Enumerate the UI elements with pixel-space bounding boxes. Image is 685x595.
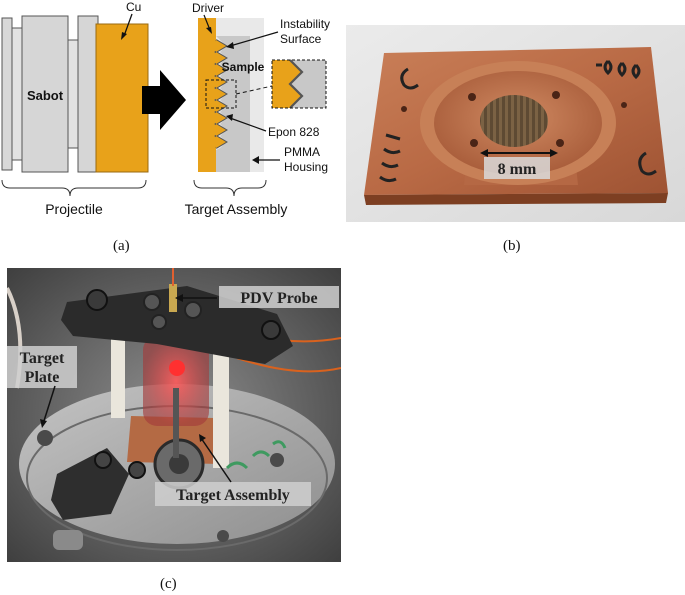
instability-arrow-head xyxy=(226,42,234,49)
base-hole xyxy=(270,453,284,467)
marker-scribble xyxy=(379,133,401,183)
copper-flyer xyxy=(95,23,149,173)
target-plate-arrow-head xyxy=(40,419,47,428)
zoom-inset xyxy=(271,59,327,109)
screw-hole xyxy=(401,106,407,112)
scale-bar-head-right xyxy=(550,149,558,157)
driver-arrow-head xyxy=(206,27,212,34)
marker-scribble xyxy=(400,67,419,90)
sample xyxy=(216,36,250,172)
target-plate-pointer xyxy=(42,385,56,425)
plate-front-edge xyxy=(364,193,668,205)
pdv-probe-label: PDV Probe xyxy=(240,290,317,307)
holder-screw xyxy=(261,320,281,340)
pmma-cylinder xyxy=(143,336,209,426)
impact-direction-arrow xyxy=(142,70,186,130)
sample-label: Sample xyxy=(222,60,265,74)
clamp-screw xyxy=(94,451,112,469)
clamp-knob xyxy=(53,530,83,550)
instability-label: Instability xyxy=(280,17,330,31)
pdv-label-background xyxy=(219,286,339,308)
fixture-post xyxy=(173,388,179,458)
pdv-arrow-head xyxy=(175,294,183,302)
target-assembly-label: Target Assembly xyxy=(185,201,288,217)
sabot-body xyxy=(21,15,69,173)
projectile-bracket xyxy=(1,179,147,197)
holder-screw xyxy=(86,289,108,311)
projectile-target-schematic: Sabot Cu Projectile Driver Instability S… xyxy=(1,0,330,217)
optical-fiber xyxy=(236,357,341,373)
screw-hole xyxy=(621,102,627,108)
pmma-label: PMMA xyxy=(284,145,320,159)
caption-c: (c) xyxy=(160,576,177,592)
instability-pointer xyxy=(229,31,279,47)
zoom-connector xyxy=(235,85,273,95)
epon-arrow-head xyxy=(226,114,233,121)
target-assembly-bracket xyxy=(193,179,267,197)
surface-label: Surface xyxy=(280,32,322,46)
target-assembly-label-background xyxy=(155,482,311,506)
sabot-front-block xyxy=(77,15,99,173)
holder-screw xyxy=(143,293,161,311)
housing-label: Housing xyxy=(284,160,328,174)
base-hole xyxy=(37,430,53,446)
target-label: Target xyxy=(20,350,65,367)
screw-hole xyxy=(556,139,564,147)
sabot-middle-plate xyxy=(11,27,23,161)
sabot-label: Sabot xyxy=(27,88,64,103)
projectile-label: Projectile xyxy=(45,201,103,217)
cu-label: Cu xyxy=(126,0,141,14)
epon-pointer xyxy=(229,117,267,132)
scale-label-background xyxy=(484,157,550,179)
caption-b: (b) xyxy=(503,238,521,254)
sabot-left-plate xyxy=(1,17,13,171)
screw-hole xyxy=(470,139,478,147)
cu-arrow-head xyxy=(121,32,127,40)
fixture-center xyxy=(169,454,189,474)
standoff-right xyxy=(213,328,229,468)
screw-hole xyxy=(552,91,560,99)
driver-wave-fill xyxy=(216,40,226,148)
scale-label: 8 mm xyxy=(498,161,537,178)
rippled-sample-surface xyxy=(480,95,548,147)
sabot-right-plate xyxy=(67,39,79,149)
zoom-region-box xyxy=(205,79,237,109)
target-assembly-arrow-head xyxy=(199,434,206,442)
target-assembly-photo-label: Target Assembly xyxy=(176,487,290,504)
green-marker-scribble xyxy=(225,440,287,470)
plate-label: Plate xyxy=(25,369,60,386)
caption-a: (a) xyxy=(113,238,130,254)
holder-screw xyxy=(151,314,167,330)
marker-scribble xyxy=(638,151,657,176)
driver-plate xyxy=(198,18,216,172)
marker-scribble xyxy=(596,59,641,80)
cu-pointer-arrow xyxy=(123,13,133,37)
laser-spot xyxy=(169,360,185,376)
standoff-left xyxy=(111,332,125,418)
holder-screw xyxy=(184,301,202,319)
pmma-arrow-head xyxy=(252,156,259,164)
clamp-screw xyxy=(128,461,146,479)
driver-label: Driver xyxy=(192,1,224,15)
screw-hole xyxy=(468,93,476,101)
pdv-probe-body xyxy=(169,284,177,312)
epon-label: Epon 828 xyxy=(268,125,320,139)
copper-target-photo: 8 mm xyxy=(346,25,685,222)
base-hole xyxy=(217,530,229,542)
target-plate-label-background xyxy=(7,346,77,388)
experimental-setup-photo: PDV Probe Target Plate Target Assembly xyxy=(7,268,341,562)
target-assembly-pointer xyxy=(200,437,232,483)
scale-bar-head-left xyxy=(480,149,488,157)
